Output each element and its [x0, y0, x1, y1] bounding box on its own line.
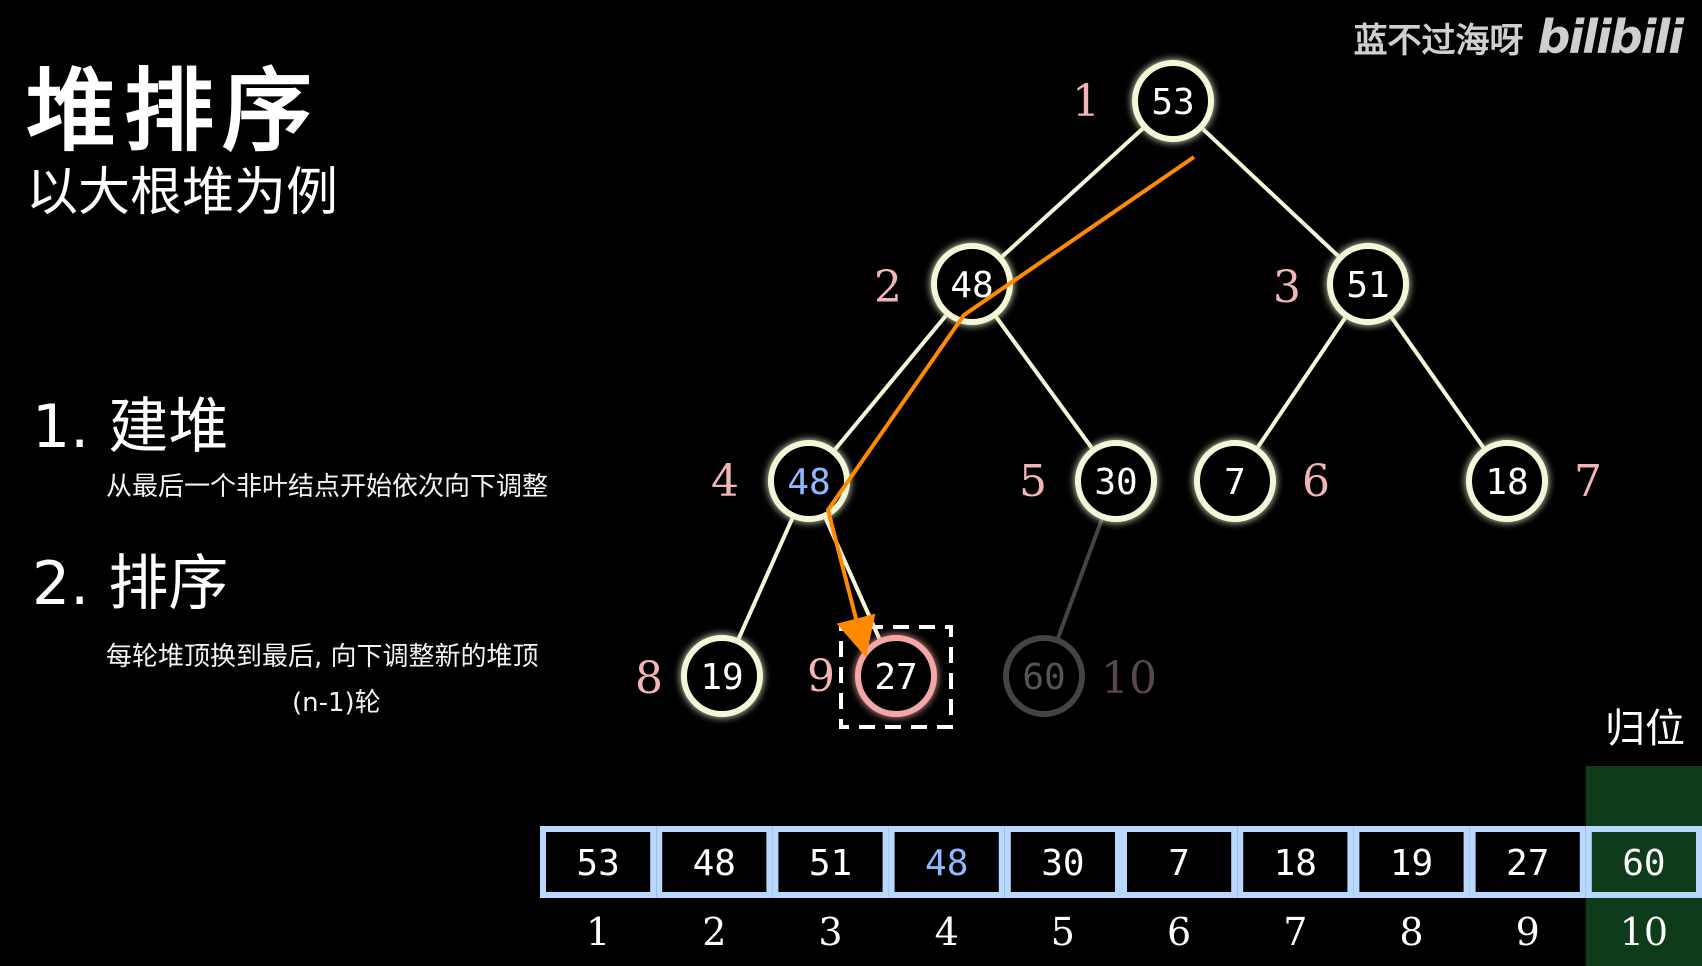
step-1-label: 1. 建堆	[32, 392, 229, 462]
array-index: 5	[1051, 910, 1075, 954]
tree-edge	[1056, 518, 1104, 639]
tree-edge	[1000, 127, 1145, 258]
tree-node-value: 18	[1485, 462, 1528, 503]
tree-node-value: 27	[874, 657, 917, 698]
tree-node-index: 1	[1072, 76, 1100, 127]
array-index: 9	[1516, 910, 1540, 954]
array-cell-value: 19	[1390, 843, 1433, 884]
bilibili-logo: bilibili	[1537, 10, 1684, 64]
tree-edge	[1256, 316, 1347, 449]
tree-node-index: 10	[1101, 653, 1157, 704]
array-cell-value: 48	[693, 843, 736, 884]
array-cell	[888, 826, 1005, 898]
array-index: 10	[1620, 910, 1668, 954]
step-2-desc: 每轮堆顶换到最后, 向下调整新的堆顶	[106, 642, 539, 672]
tree-node-index: 2	[874, 262, 902, 313]
page-title: 堆排序	[26, 59, 320, 164]
tree-node-circle	[1194, 440, 1276, 522]
watermark: 蓝不过海呀 bilibili	[1353, 10, 1684, 64]
tree-node-circle	[1075, 440, 1157, 522]
array-index: 3	[818, 910, 842, 954]
array-index: 4	[935, 910, 959, 954]
array-cell-value: 7	[1168, 843, 1190, 884]
tree-edge	[833, 314, 948, 451]
array-cell-value: 51	[809, 843, 852, 884]
array-cell	[1237, 826, 1354, 898]
array-cell	[656, 826, 773, 898]
array-cell	[1004, 826, 1121, 898]
array-cell	[1121, 826, 1238, 898]
tree-node-circle	[681, 635, 763, 717]
array-cell-value: 53	[576, 843, 619, 884]
tree-node-index: 3	[1273, 262, 1301, 313]
tree-node-value: 53	[1151, 82, 1194, 123]
current-node-dashed-box	[839, 625, 953, 729]
tree-node-circle	[855, 635, 937, 717]
tree-node-index: 8	[635, 653, 663, 704]
tree-node-value: 30	[1094, 462, 1137, 503]
array-index: 7	[1283, 910, 1307, 954]
array-cell	[540, 826, 657, 898]
tree-edge	[1390, 316, 1485, 449]
tree-node-circle	[1003, 635, 1085, 717]
tree-node-circle	[1466, 440, 1548, 522]
array-cell-value: 60	[1622, 843, 1665, 884]
tree-node-circle	[1132, 60, 1214, 142]
tree-node-circle	[1327, 243, 1409, 325]
tree-edge	[736, 517, 795, 640]
array-cell	[1585, 826, 1702, 898]
tree-node-value: 60	[1022, 657, 1065, 698]
array-index: 2	[702, 910, 726, 954]
tree-node-index: 9	[807, 651, 835, 702]
array-cell	[1353, 826, 1470, 898]
tree-node-value: 19	[700, 657, 743, 698]
array-index: 6	[1167, 910, 1191, 954]
array-cell	[772, 826, 889, 898]
tree-edge	[1201, 127, 1340, 258]
subtitle: 以大根堆为例	[26, 163, 339, 223]
tree-node-index: 4	[711, 456, 739, 507]
placed-region	[1585, 766, 1702, 966]
tree-edge	[994, 315, 1094, 450]
array-cell-value: 30	[1041, 843, 1084, 884]
tree-node-value: 51	[1346, 265, 1389, 306]
step-2-desc-rounds: (n-1)轮	[292, 688, 381, 718]
array-cell-value: 18	[1274, 843, 1317, 884]
tree-node-index: 5	[1019, 456, 1047, 507]
step-1-desc: 从最后一个非叶结点开始依次向下调整	[106, 472, 549, 502]
array-cell-value: 48	[925, 843, 968, 884]
step-2-label: 2. 排序	[32, 549, 229, 619]
tree-node-index: 7	[1574, 456, 1602, 507]
tree-node-value: 7	[1224, 462, 1246, 503]
placed-label: 归位	[1605, 706, 1685, 752]
array-cell	[1469, 826, 1586, 898]
array-index: 8	[1399, 910, 1423, 954]
sift-down-path-arrow	[825, 155, 1196, 658]
author-name: 蓝不过海呀	[1353, 20, 1524, 61]
array-index: 1	[586, 910, 610, 954]
tree-node-value: 48	[787, 462, 830, 503]
array-cell-value: 27	[1506, 843, 1549, 884]
tree-node-index: 6	[1302, 456, 1330, 507]
